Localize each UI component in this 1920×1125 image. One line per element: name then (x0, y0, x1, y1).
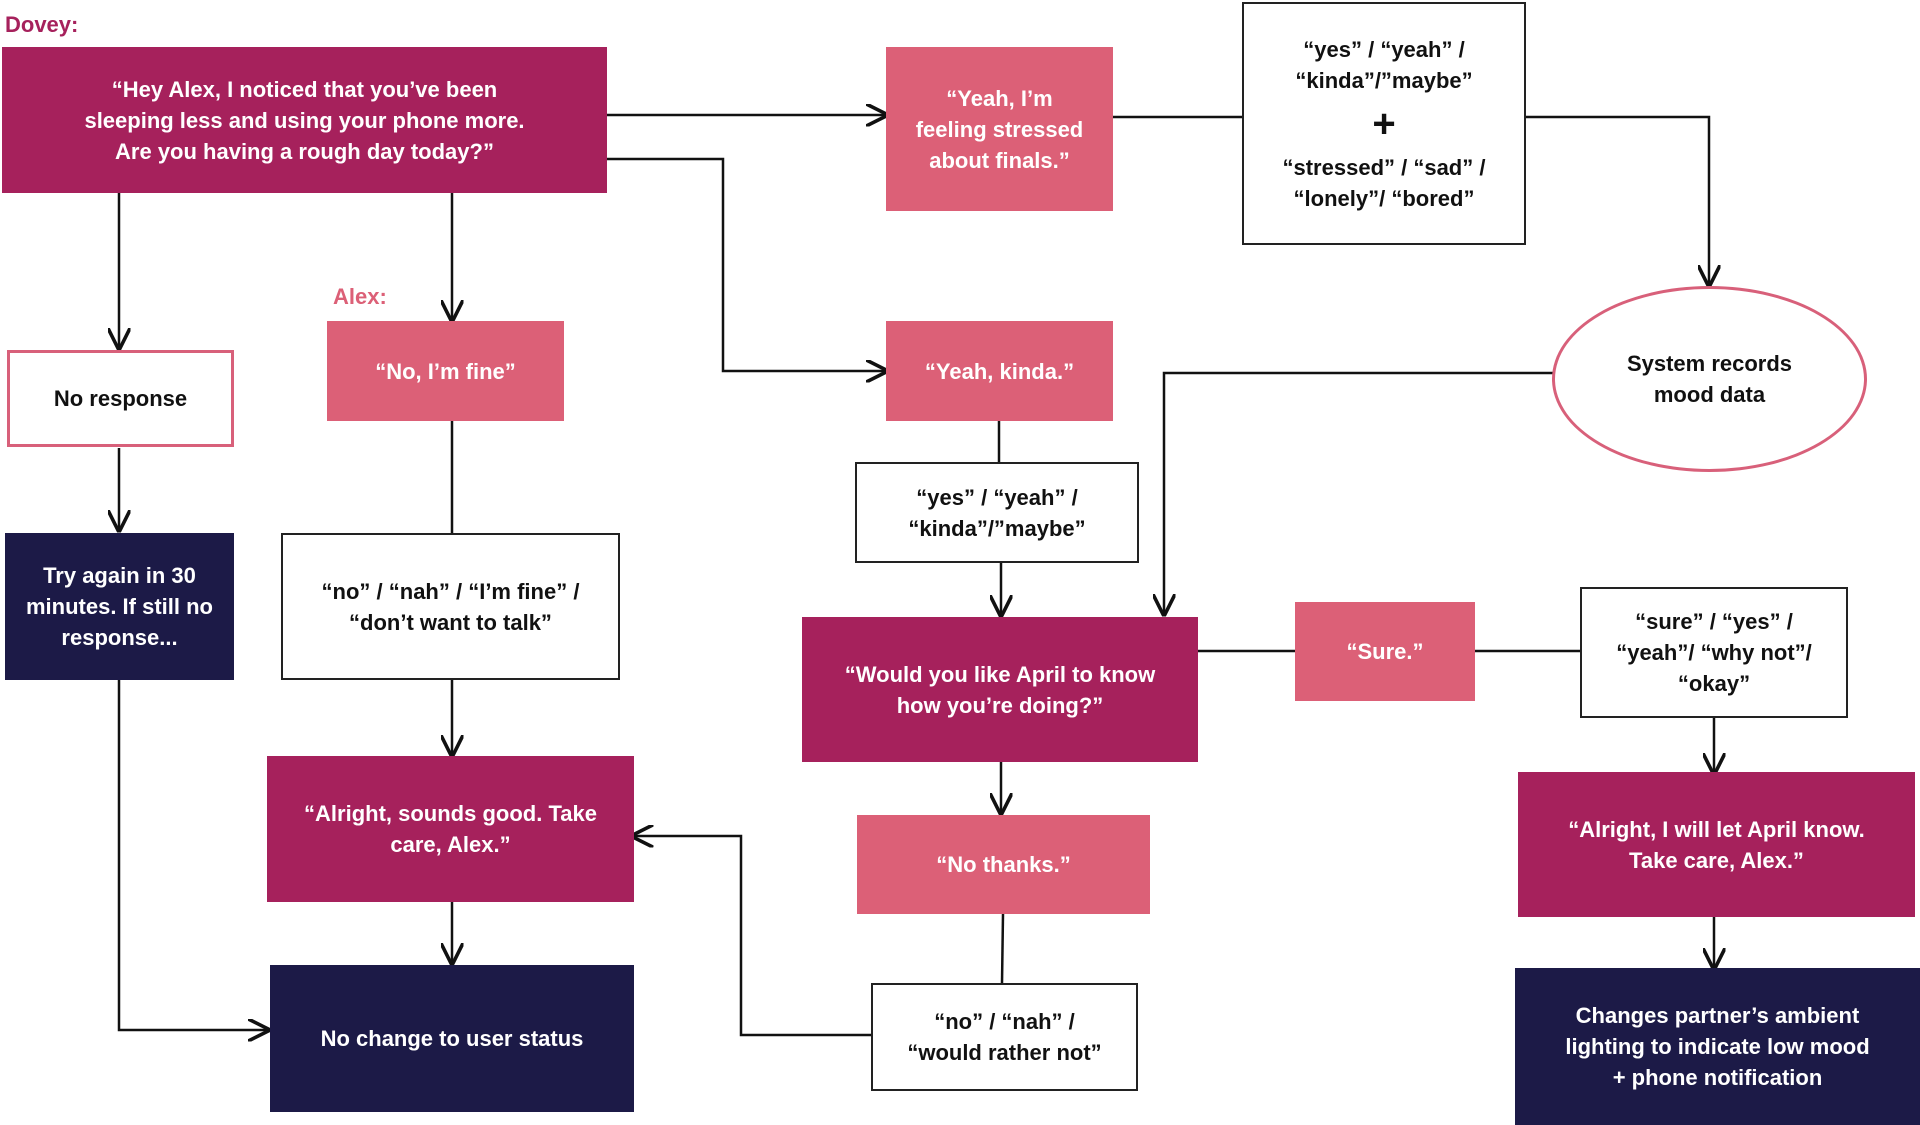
speaker-alex: Alex: (333, 284, 387, 309)
edge-question-to-kinda (607, 157, 886, 371)
no-response-node: No response (7, 350, 234, 447)
yeah-kinda-node: “Yeah, kinda.” (886, 321, 1113, 421)
no-thanks-node: “No thanks.” (857, 815, 1150, 914)
edge-system-to-question (1164, 371, 1553, 614)
system-records-node: System records mood data (1552, 286, 1867, 472)
alright-take-care-node: “Alright, sounds good. Take care, Alex.” (267, 756, 634, 902)
yes-keywords-mid-node: “yes” / “yeah” / “kinda”/”maybe” (855, 462, 1139, 563)
yes-keywords-top-text: “yes” / “yeah” / “kinda”/”maybe” (1295, 36, 1473, 93)
try-again-node: Try again in 30 minutes. If still no res… (5, 533, 234, 680)
would-you-like-node: “Would you like April to know how you’re… (802, 617, 1198, 762)
yeah-stressed-node: “Yeah, I’m feeling stressed about finals… (886, 47, 1113, 211)
no-change-node: No change to user status (270, 965, 634, 1112)
sure-keywords-node: “sure” / “yes” / “yeah”/ “why not”/ “oka… (1580, 587, 1848, 718)
yes-keywords-top-node: “yes” / “yeah” / “kinda”/”maybe” + “stre… (1242, 2, 1526, 245)
edge-rather-not-to-alright (633, 836, 871, 1037)
alex-fine-node: “No, I’m fine” (327, 321, 564, 421)
changes-lighting-node: Changes partner’s ambient lighting to in… (1515, 968, 1920, 1125)
mood-keywords-text: “stressed” / “sad” / “lonely”/ “bored” (1282, 154, 1486, 211)
will-let-april-node: “Alright, I will let April know. Take ca… (1518, 772, 1915, 917)
plus-icon: + (1372, 101, 1396, 146)
edge-no-thanks-to-rather-not (1000, 913, 1005, 984)
dovey-question-node: “Hey Alex, I noticed that you’ve been sl… (2, 47, 607, 193)
edge-keywords-to-system (1526, 115, 1709, 285)
no-rather-not-node: “no” / “nah” / “would rather not” (871, 983, 1138, 1091)
speaker-dovey: Dovey: (5, 12, 79, 37)
edge-try-again-to-no-change (117, 680, 268, 1030)
no-keywords-node: “no” / “nah” / “I’m fine” / “don’t want … (281, 533, 620, 680)
sure-node: “Sure.” (1295, 602, 1475, 701)
